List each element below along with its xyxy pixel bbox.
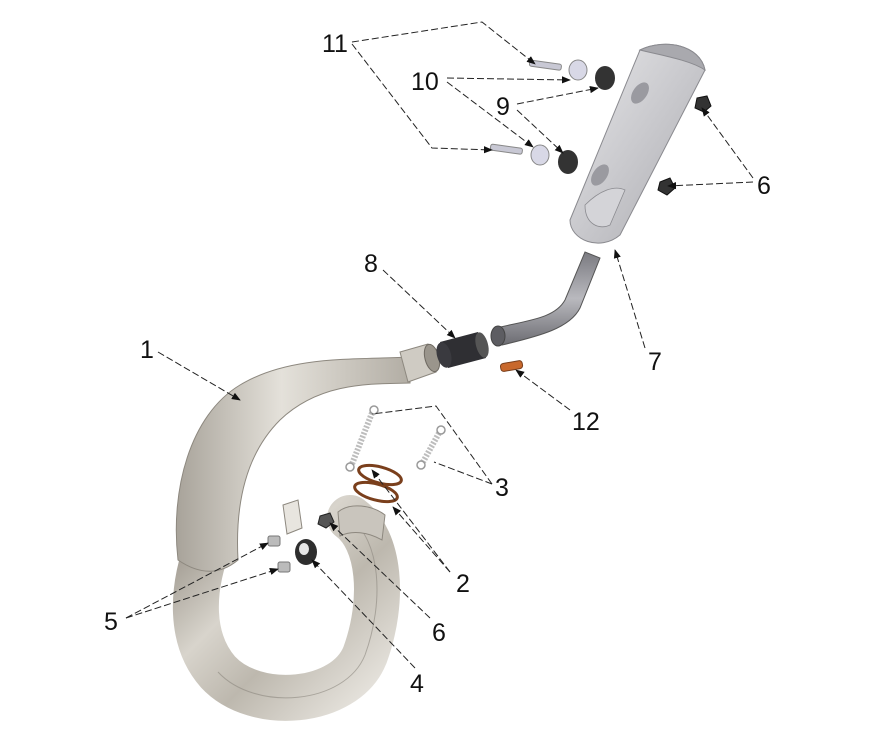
callout-6-upper: 6 [757,172,771,200]
callout-5: 5 [104,608,118,636]
silencer-tailpipe [495,251,601,346]
callout-8: 8 [364,250,378,278]
callout-10: 10 [411,68,439,96]
silencer [490,43,706,347]
leader-lines [125,21,754,669]
callout-12: 12 [572,408,600,436]
springs [345,405,446,472]
pin [499,360,524,372]
chamber-body [175,356,411,572]
chamber-inlet-flange [337,505,386,541]
expansion-chamber [172,343,441,721]
chamber-bracket [282,499,303,535]
rubber-damper [295,539,317,565]
callout-2: 2 [456,570,470,598]
callout-11: 11 [322,30,348,58]
callout-9: 9 [496,93,510,121]
callout-4: 4 [410,670,424,698]
grommets [558,66,615,174]
coupling-sleeve [436,332,489,368]
bolts-lower [267,535,291,573]
callout-labels: 1 2 3 4 5 6 6 7 8 9 10 11 12 [104,30,771,698]
spacers [530,59,588,166]
callout-7: 7 [648,348,662,376]
callout-1: 1 [140,336,154,364]
callout-6-lower: 6 [432,619,446,647]
o-rings [353,463,403,504]
callout-3: 3 [495,474,509,502]
